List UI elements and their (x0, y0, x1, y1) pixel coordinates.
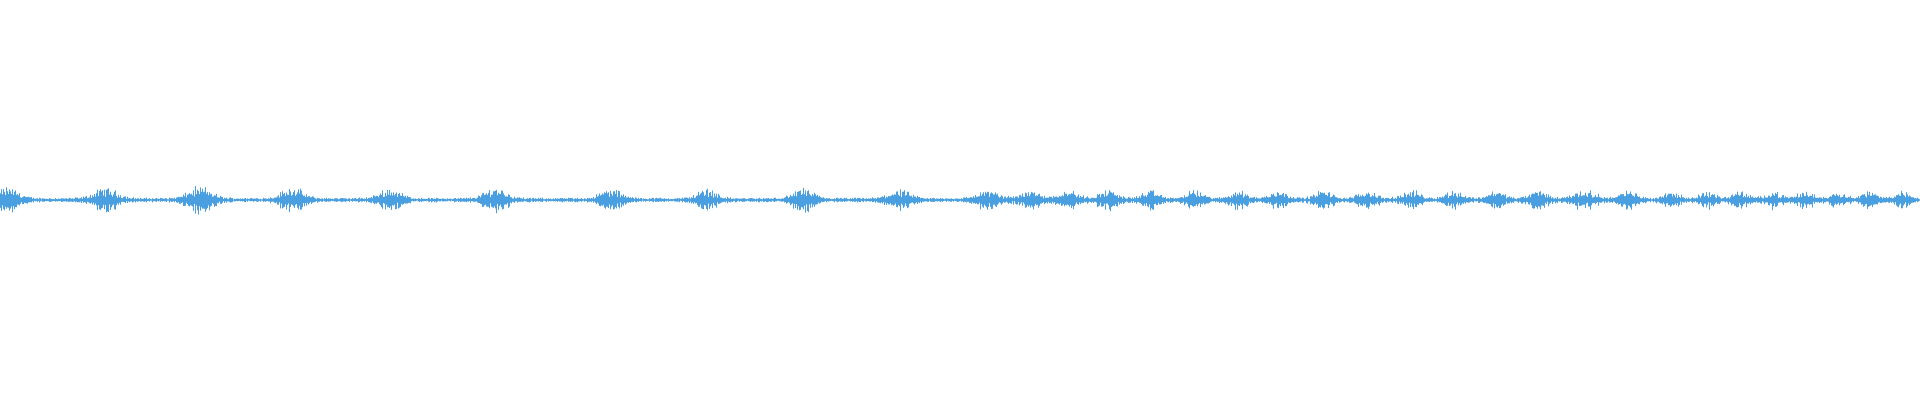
waveform-series (0, 186, 1920, 215)
